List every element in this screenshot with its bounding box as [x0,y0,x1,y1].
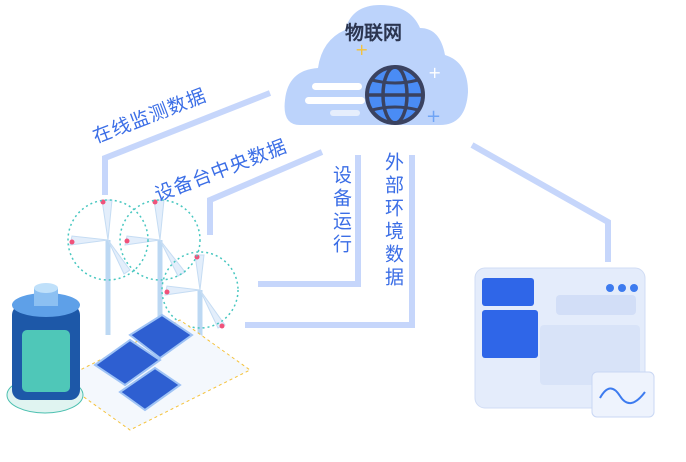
label-external-env: 外部环境数据 [382,152,404,290]
cloud-title: 物联网 [345,22,403,44]
svg-text:+: + [426,106,441,127]
battery-icon [6,283,84,414]
connector-lines [102,90,611,328]
svg-text:+: + [355,40,368,59]
svg-text:+: + [428,63,441,82]
globe-icon [365,65,425,125]
solar-panels [59,313,251,431]
dashboard-screen-icon [474,267,655,418]
label-device-running: 设备运行 [330,165,352,257]
